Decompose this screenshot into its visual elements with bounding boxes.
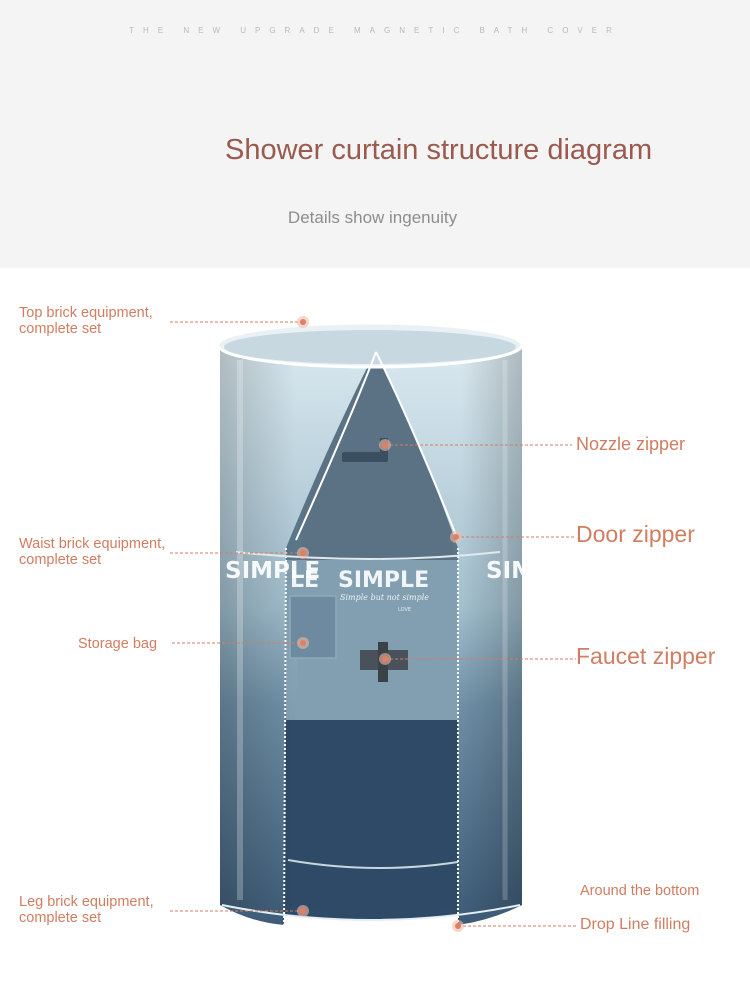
- label-door-zipper: Door zipper: [576, 521, 695, 547]
- door-zipper-left: [283, 547, 287, 926]
- label-top-brick: Top brick equipment, complete set: [19, 305, 153, 337]
- print-simple-mid: SIMPLE: [338, 568, 429, 593]
- label-storage-bag: Storage bag: [78, 636, 158, 652]
- bottom-ring: [221, 904, 521, 921]
- label-waist-brick: Waist brick equipment, complete set: [19, 536, 166, 568]
- label-drop-line: Drop Line filling: [580, 916, 691, 933]
- header-section: THE NEW UPGRADE MAGNETIC BATH COVER Show…: [0, 0, 750, 268]
- page-title: Shower curtain structure diagram: [225, 134, 653, 166]
- print-simple-left: SIMPLE: [225, 558, 320, 584]
- print-simple-right: SIMPLE: [486, 558, 581, 584]
- label-leg-brick: Leg brick equipment, complete set: [19, 894, 154, 926]
- print-script-mid: Simple but not simple: [340, 593, 429, 602]
- label-around-bottom: Around the bottom: [580, 883, 700, 899]
- label-faucet-zipper: Faucet zipper: [576, 643, 716, 669]
- label-nozzle-zipper: Nozzle zipper: [576, 434, 686, 454]
- storage-bag: [289, 595, 337, 659]
- waist-ring: [235, 551, 501, 560]
- page-subtitle: Details show ingenuity: [287, 208, 458, 227]
- print-love: LOVE: [398, 607, 411, 613]
- header-tagline: THE NEW UPGRADE MAGNETIC BATH COVER: [129, 26, 621, 35]
- shower-head: [342, 452, 388, 462]
- print-simple-mid-partial: LE: [290, 568, 319, 593]
